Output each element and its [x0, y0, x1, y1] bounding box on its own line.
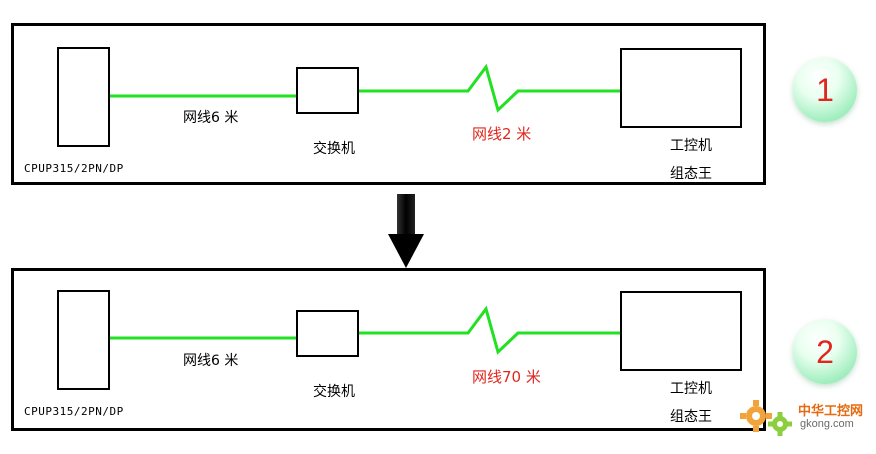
switch-device-1: [296, 67, 359, 114]
cable1-label-1: 网线6 米: [183, 110, 239, 126]
cpu-device-2: [57, 290, 110, 390]
industrial-pc-device-1: [620, 48, 742, 128]
watermark-url: gkong.com: [800, 418, 854, 430]
pc-label-line2-1: 组态王: [670, 166, 712, 182]
watermark-title: 中华工控网: [798, 403, 864, 418]
down-arrow-icon: [388, 190, 424, 270]
step-badge-2: 2: [793, 320, 857, 384]
pc-label-line2-2: 组态王: [670, 409, 712, 425]
switch-label-2: 交换机: [313, 384, 355, 400]
gear-icon: [740, 400, 792, 436]
step-badge-1: 1: [793, 58, 857, 122]
cable2-label-2: 网线70 米: [472, 368, 541, 386]
switch-label-1: 交换机: [313, 141, 355, 157]
industrial-pc-device-2: [620, 291, 742, 371]
switch-device-2: [296, 310, 359, 357]
cpu-device-1: [57, 47, 110, 147]
pc-label-line1-1: 工控机: [670, 138, 712, 154]
cpu-label-1: CPUP315/2PN/DP: [24, 162, 124, 175]
watermark-logo: 中华工控网 gkong.com: [738, 392, 872, 442]
cpu-label-2: CPUP315/2PN/DP: [24, 405, 124, 418]
pc-label-line1-2: 工控机: [670, 381, 712, 397]
cable2-label-1: 网线2 米: [472, 125, 532, 143]
cable1-label-2: 网线6 米: [183, 353, 239, 369]
